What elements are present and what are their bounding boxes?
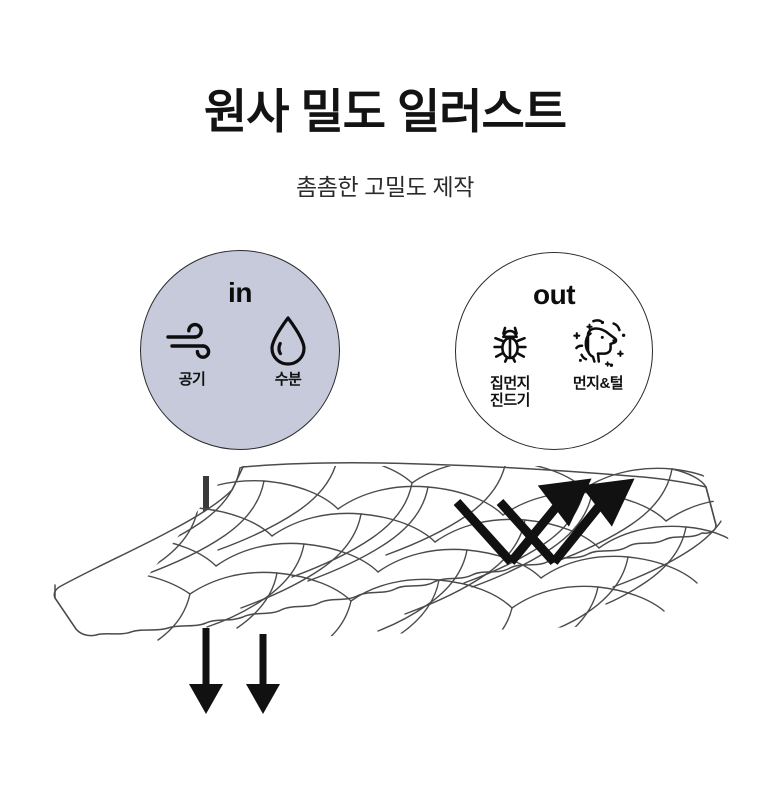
- page-title: 원사 밀도 일러스트: [203, 85, 567, 138]
- item-dust-mite-label: 집먼지 진드기: [490, 375, 530, 409]
- dog-dust-icon: [567, 317, 629, 373]
- panel-in: in 공기: [140, 250, 340, 450]
- reflect-arrows: [453, 478, 635, 566]
- water-drop-icon: [266, 313, 310, 369]
- item-moisture: 수분: [249, 313, 327, 389]
- panel-in-items: 공기 수분: [141, 313, 339, 389]
- dust-mite-icon: [488, 317, 532, 373]
- panel-out: out: [455, 252, 653, 450]
- panel-out-items: 집먼지 진드기: [456, 317, 652, 410]
- wind-icon: [165, 313, 219, 369]
- item-air: 공기: [153, 313, 231, 389]
- panel-in-caption: in: [228, 277, 252, 308]
- item-dust-mite: 집먼지 진드기: [471, 317, 549, 410]
- page-subtitle: 촘촘한 고밀도 제작: [295, 174, 475, 200]
- item-moisture-label: 수분: [274, 371, 302, 388]
- item-air-label: 공기: [178, 371, 206, 388]
- quilt-right-edge: [671, 468, 717, 526]
- through-arrows-bottom: [189, 628, 280, 714]
- item-dust-fur-label: 먼지&털: [572, 375, 624, 392]
- panel-out-caption: out: [532, 279, 576, 310]
- item-dust-fur: 먼지&털: [559, 317, 637, 393]
